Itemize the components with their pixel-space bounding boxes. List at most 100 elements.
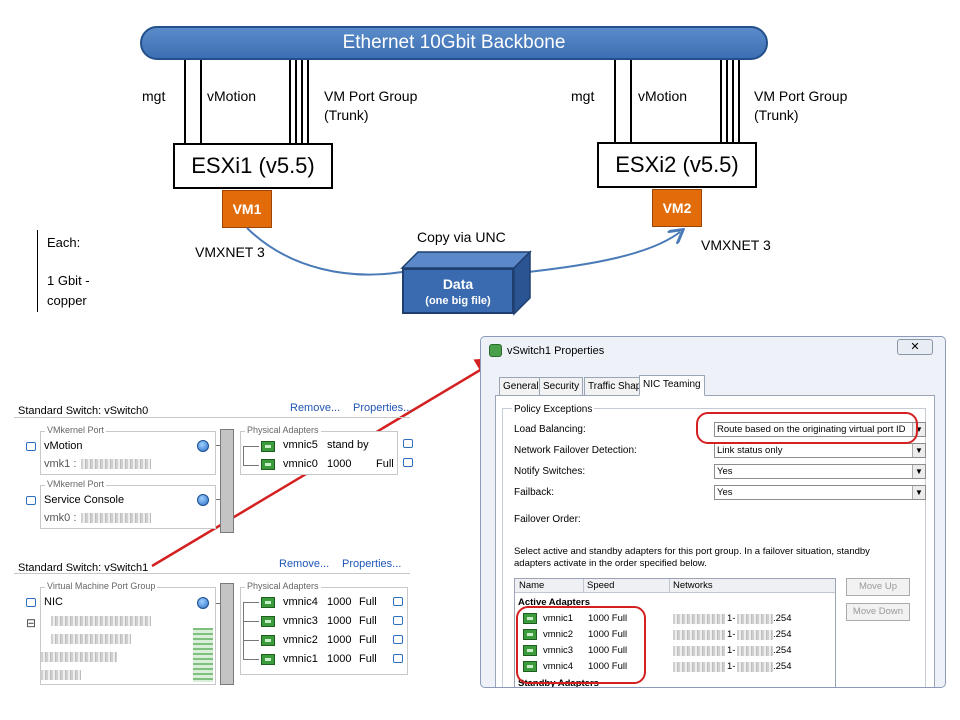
backbone-bar: Ethernet 10Gbit Backbone — [140, 26, 768, 60]
nic-icon — [523, 629, 537, 640]
tab-nic-teaming[interactable]: NIC Teaming — [639, 375, 705, 396]
vmk1-label: vmk1 : — [44, 458, 77, 470]
link-line — [243, 602, 244, 659]
chevron-down-icon: ▼ — [912, 486, 925, 499]
policy-exceptions-group — [502, 408, 926, 687]
comment-icon[interactable] — [26, 442, 36, 451]
comment-icon[interactable] — [393, 616, 403, 625]
adapter-name: vmnic1 — [283, 653, 318, 665]
table-row[interactable]: vmnic1 1000 Full 1- .254 — [515, 611, 835, 627]
note-bar — [37, 230, 38, 312]
vswitch0-remove-link[interactable]: Remove... — [290, 402, 341, 414]
adapter-speed: 1000 — [327, 596, 352, 608]
vm-port-group-label-1: VM Port Group — [324, 88, 418, 104]
nic-portgroup-name: NIC — [44, 596, 63, 608]
move-up-button[interactable]: Move Up — [846, 578, 910, 596]
column-networks[interactable]: Networks — [673, 580, 713, 591]
comment-icon[interactable] — [26, 496, 36, 505]
table-row[interactable]: vmnic4 1000 Full 1- .254 — [515, 659, 835, 675]
collapse-toggle[interactable]: ⊟ — [26, 616, 37, 630]
adapter-table: Name Speed Networks Active Adapters vmni… — [514, 578, 836, 687]
vswitch1-divider — [14, 573, 410, 574]
adapter-speed: 1000 — [327, 615, 352, 627]
failback-select[interactable]: Yes▼ — [714, 485, 926, 500]
redacted-network — [673, 662, 725, 672]
table-row[interactable]: vmnic3 1000 Full 1- .254 — [515, 643, 835, 659]
physical-adapters-label: Physical Adapters — [245, 581, 321, 591]
adapter-speed: 1000 Full — [588, 661, 628, 672]
trunk-link-2a — [720, 60, 722, 144]
nic-icon — [261, 441, 275, 452]
adapter-speed: 1000 — [327, 634, 352, 646]
redacted-network — [673, 630, 725, 640]
comment-icon[interactable] — [393, 597, 403, 606]
adapter-name: vmnic1 — [543, 613, 574, 624]
vm-port-group-label-2: VM Port Group — [754, 88, 848, 104]
vswitch1-bar — [220, 583, 234, 685]
mgt-link-2 — [614, 60, 616, 144]
column-name[interactable]: Name — [519, 580, 545, 591]
copy-path-right — [527, 232, 680, 273]
comment-icon[interactable] — [403, 439, 413, 448]
column-divider — [669, 579, 670, 593]
vm-portgroup: Virtual Machine Port Group NIC — [40, 581, 216, 685]
failover-detection-label: Network Failover Detection: — [514, 445, 637, 456]
data-box-side — [513, 250, 531, 316]
vmkernel-port-label: VMkernel Port — [45, 425, 107, 435]
trunk-link-1b — [295, 60, 297, 144]
adapter-name: vmnic4 — [543, 661, 574, 672]
load-balancing-select[interactable]: Route based on the originating virtual p… — [714, 422, 926, 437]
column-divider — [583, 579, 584, 593]
failover-detection-select[interactable]: Link status only▼ — [714, 443, 926, 458]
comment-icon[interactable] — [26, 598, 36, 607]
adapter-name: vmnic2 — [283, 634, 318, 646]
mgt-label-1: mgt — [142, 88, 166, 104]
move-down-button[interactable]: Move Down — [846, 603, 910, 621]
networking-pane: Standard Switch: vSwitch0 Remove... Prop… — [0, 395, 413, 685]
vswitch1-properties-link[interactable]: Properties... — [342, 558, 402, 570]
comment-icon[interactable] — [403, 458, 413, 467]
trunk-link-2c — [732, 60, 734, 144]
tab-general[interactable]: General — [499, 377, 543, 396]
adapter-duplex: Full — [359, 634, 377, 646]
vswitch1-properties-dialog: vSwitch1 Properties ✕ General Security T… — [480, 336, 946, 688]
close-button[interactable]: ✕ — [897, 339, 933, 355]
redacted-vm — [41, 652, 117, 662]
nic-icon — [261, 616, 275, 627]
redacted-network — [737, 630, 773, 640]
redacted-vm — [51, 616, 151, 626]
data-subtitle: (one big file) — [425, 295, 491, 307]
vswitch1-remove-link[interactable]: Remove... — [279, 558, 330, 570]
column-speed[interactable]: Speed — [587, 580, 615, 591]
redacted-network — [673, 646, 725, 656]
redacted-ip — [81, 513, 151, 523]
vswitch0-bar — [220, 429, 234, 533]
vswitch-icon — [489, 344, 502, 357]
adapter-speed: 1000 Full — [588, 645, 628, 656]
nic-icon — [261, 635, 275, 646]
nic-teaming-panel: Policy Exceptions Load Balancing: Route … — [495, 395, 935, 687]
tab-security[interactable]: Security — [539, 377, 584, 396]
vswitch1-title: Standard Switch: vSwitch1 — [18, 562, 149, 574]
adapter-network: 1- — [727, 613, 736, 624]
comment-icon[interactable] — [393, 654, 403, 663]
vswitch0-properties-link[interactable]: Properties... — [353, 402, 413, 414]
table-row[interactable]: vmnic2 1000 Full 1- .254 — [515, 627, 835, 643]
redacted-vm — [51, 634, 131, 644]
globe-icon — [197, 597, 209, 609]
instructions-line2: adapters activate in the order specified… — [514, 558, 707, 569]
globe-icon — [197, 440, 209, 452]
adapter-speed: 1000 — [327, 653, 352, 665]
notify-switches-select[interactable]: Yes▼ — [714, 464, 926, 479]
nic-icon — [523, 613, 537, 624]
service-console-label: Service Console — [44, 494, 125, 506]
comment-icon[interactable] — [393, 635, 403, 644]
failover-order-label: Failover Order: — [514, 514, 581, 525]
adapter-status: stand by — [327, 439, 369, 451]
vm-port-group-label: Virtual Machine Port Group — [45, 581, 158, 591]
note-each: Each: — [47, 235, 81, 250]
trunk-label-1: (Trunk) — [324, 107, 369, 123]
failback-label: Failback: — [514, 487, 555, 498]
esxi1-host: ESXi1 (v5.5) — [173, 143, 333, 189]
trunk-link-2b — [726, 60, 728, 144]
